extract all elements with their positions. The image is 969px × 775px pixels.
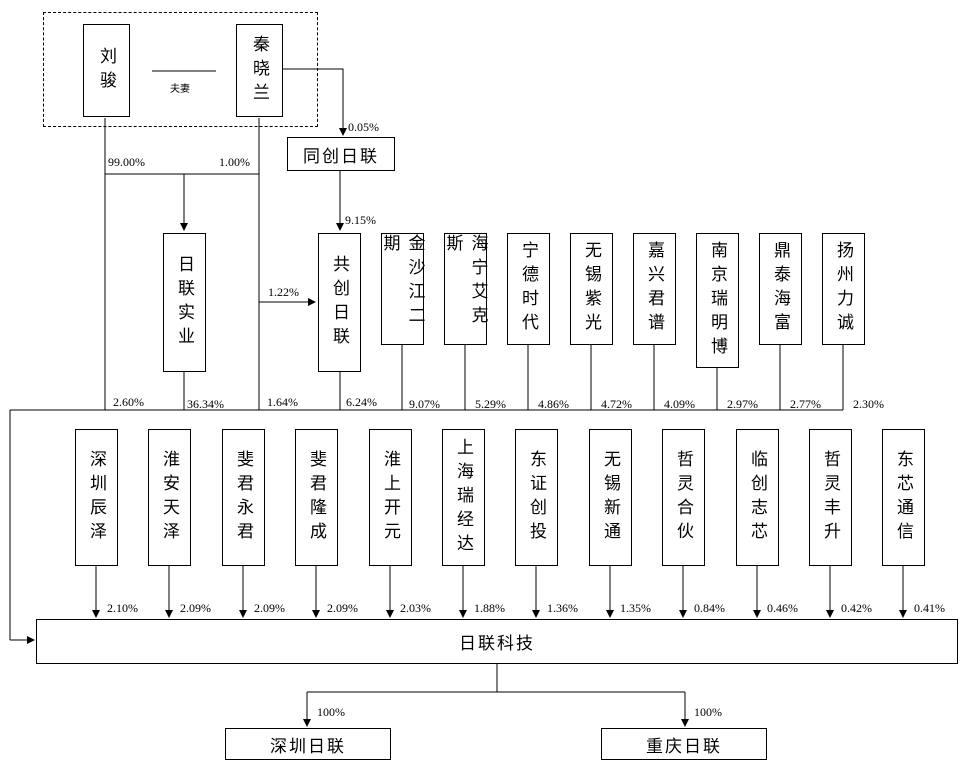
main-company-box: 日联科技 (36, 619, 958, 664)
pct-label: 2.09% (254, 601, 285, 615)
subsidiary-shenzhen-label: 深圳日联 (270, 736, 346, 757)
pct-label: 100% (317, 705, 345, 719)
gongchuang-label: 共创日联 (329, 254, 349, 351)
subsidiary-shenzhen-box: 深圳日联 (225, 728, 391, 760)
rilian-shiye-label: 日联实业 (174, 254, 194, 351)
shareholder-row1-label: 海宁艾克斯 (442, 234, 488, 330)
pct-label: 36.34% (187, 397, 224, 411)
shareholder-row1-label: 金沙江二期 (379, 234, 425, 330)
shareholder-row2-label: 斐君隆成 (306, 449, 326, 546)
shareholder-row1-box: 海宁艾克斯 (443, 233, 488, 345)
shareholder-row1-box: 南京瑞明博 (696, 233, 739, 368)
shareholder-row1-label: 南京瑞明博 (707, 240, 727, 361)
spouse-relation-label: 夫妻 (170, 84, 190, 95)
shareholder-row2-label: 哲灵合伙 (673, 449, 693, 546)
pct-label: 0.41% (914, 601, 945, 615)
pct-label: 1.88% (474, 601, 505, 615)
shareholder-row2-box: 斐君永君 (222, 429, 265, 566)
pct-label: 99.00% (108, 155, 145, 169)
pct-label: 1.36% (547, 601, 578, 615)
shareholder-row1-label: 扬州力诚 (833, 241, 853, 337)
pct-label: 2.03% (400, 601, 431, 615)
shareholder-row2-box: 哲灵丰升 (809, 429, 852, 566)
founders-group-outline (43, 12, 318, 127)
shareholder-row2-box: 哲灵合伙 (662, 429, 705, 566)
pct-label: 2.77% (790, 397, 821, 411)
shareholder-row2-label: 淮上开元 (380, 449, 400, 546)
pct-label: 9.07% (409, 397, 440, 411)
shareholder-row2-box: 东证创投 (515, 429, 558, 566)
shareholder-row2-label: 上海瑞经达 (453, 437, 473, 558)
shareholder-row2-box: 斐君隆成 (295, 429, 338, 566)
shareholder-row2-box: 深圳辰泽 (75, 429, 118, 566)
pct-label: 1.35% (620, 601, 651, 615)
pct-label: 1.64% (267, 395, 298, 409)
shareholder-row1-box: 无锡紫光 (570, 233, 613, 345)
pct-label: 2.30% (853, 397, 884, 411)
pct-label: 2.09% (180, 601, 211, 615)
pct-label: 4.86% (538, 397, 569, 411)
pct-label: 0.46% (767, 601, 798, 615)
founder-qin-box: 秦晓兰 (236, 24, 283, 117)
subsidiary-chongqing-box: 重庆日联 (601, 728, 767, 760)
pct-label: 1.22% (268, 285, 299, 299)
pct-label: 2.60% (113, 395, 144, 409)
shareholder-row2-label: 深圳辰泽 (86, 449, 106, 546)
shareholder-row2-box: 上海瑞经达 (442, 429, 485, 566)
tongchuang-label: 同创日联 (303, 146, 379, 167)
shareholder-row1-label: 宁德时代 (518, 241, 538, 337)
shareholder-row1-box: 鼎泰海富 (759, 233, 802, 345)
shareholder-row2-label: 东证创投 (526, 449, 546, 546)
pct-label: 5.29% (475, 397, 506, 411)
pct-label: 2.10% (107, 601, 138, 615)
pct-label: 4.09% (664, 397, 695, 411)
shareholder-row1-box: 扬州力诚 (822, 233, 865, 345)
shareholder-row2-box: 临创志芯 (736, 429, 779, 566)
shareholder-row2-label: 淮安天泽 (159, 449, 179, 546)
main-company-label: 日联科技 (459, 634, 535, 654)
pct-label: 2.09% (327, 601, 358, 615)
pct-label: 1.00% (219, 155, 250, 169)
shareholder-row1-box: 金沙江二期 (380, 233, 425, 345)
founder-liu-box: 刘骏 (83, 24, 130, 117)
shareholder-row2-label: 斐君永君 (233, 449, 253, 546)
pct-label: 6.24% (346, 395, 377, 409)
shareholder-row2-box: 淮上开元 (369, 429, 412, 566)
shareholder-row2-box: 无锡新通 (589, 429, 632, 566)
shareholder-row2-label: 东芯通信 (893, 449, 913, 546)
shareholder-row1-box: 嘉兴君谱 (633, 233, 676, 345)
pct-label: 9.15% (345, 213, 376, 227)
shareholder-row1-box: 宁德时代 (507, 233, 550, 345)
pct-label: 0.84% (694, 601, 725, 615)
subsidiary-chongqing-label: 重庆日联 (646, 736, 722, 757)
shareholder-row1-label: 鼎泰海富 (770, 241, 790, 337)
tongchuang-box: 同创日联 (287, 137, 395, 171)
founder-liu-label: 刘骏 (96, 46, 116, 95)
shareholder-row1-label: 嘉兴君谱 (644, 241, 664, 337)
rilian-shiye-box: 日联实业 (163, 233, 206, 372)
pct-label: 0.42% (841, 601, 872, 615)
shareholder-row2-label: 哲灵丰升 (820, 449, 840, 546)
shareholder-row2-box: 淮安天泽 (148, 429, 191, 566)
gongchuang-box: 共创日联 (318, 233, 361, 372)
founder-qin-label: 秦晓兰 (249, 34, 269, 107)
shareholder-row1-label: 无锡紫光 (581, 241, 601, 337)
shareholder-row2-label: 无锡新通 (600, 449, 620, 546)
shareholder-row2-box: 东芯通信 (882, 429, 925, 566)
pct-label: 4.72% (601, 397, 632, 411)
pct-label: 100% (694, 705, 722, 719)
pct-label: 2.97% (727, 397, 758, 411)
pct-label: 0.05% (348, 120, 379, 134)
shareholder-row2-label: 临创志芯 (747, 449, 767, 546)
